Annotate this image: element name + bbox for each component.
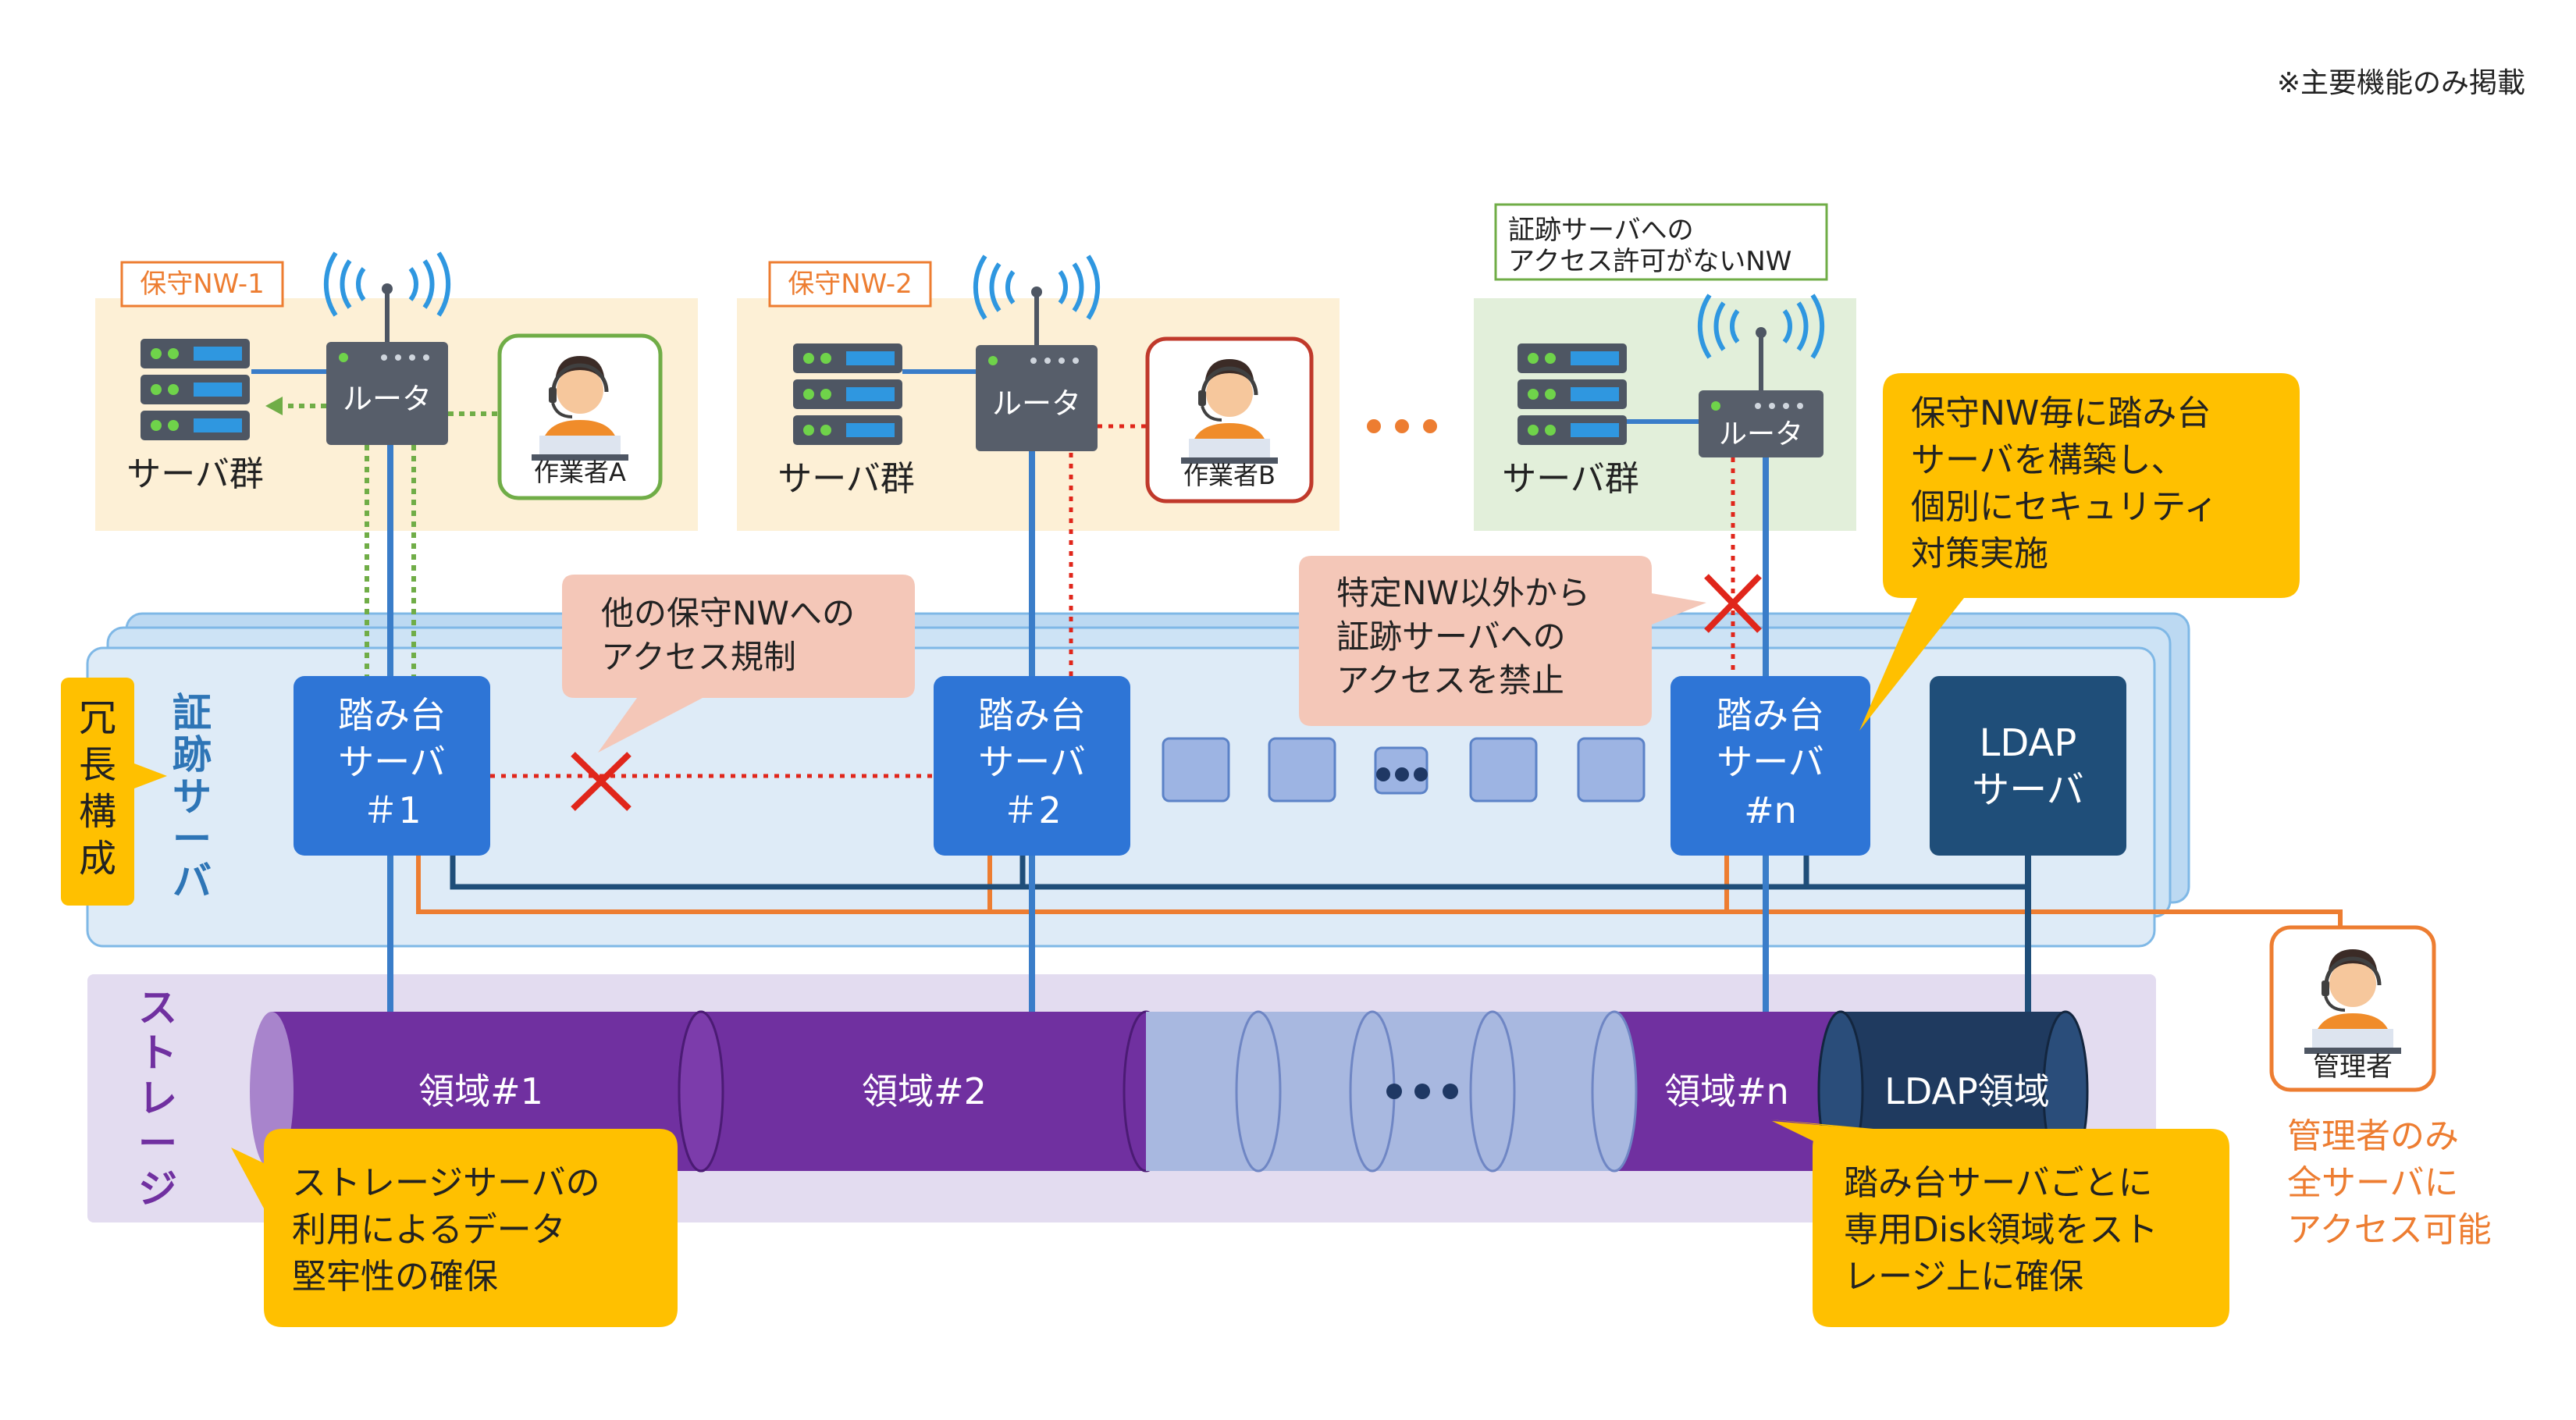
redundancy-char: 長 xyxy=(79,743,116,787)
audit-label-char: 跡 xyxy=(173,732,212,778)
callout-storage-robust-line3: 堅牢性の確保 xyxy=(292,1257,498,1297)
callout-disk-area-line2: 専用Disk領域をスト xyxy=(1844,1210,2158,1250)
step-server-n-line1: 踏み台 xyxy=(1717,694,1824,736)
nw2-router-label: ルータ xyxy=(992,386,1081,421)
storage-segment-n-label: 領域#n xyxy=(1664,1070,1789,1112)
nw1-servers-label: サーバ群 xyxy=(126,454,264,494)
step-server-n-line2: サーバ xyxy=(1717,741,1824,783)
router-icon xyxy=(976,345,1098,451)
step-server-2[interactable]: 踏み台 サーバ ＃2 xyxy=(934,676,1130,856)
callout-deny-access-line3: アクセスを禁止 xyxy=(1336,661,1564,699)
step-server-1-line3: ＃1 xyxy=(362,789,421,831)
admin-note-line1: 管理者のみ xyxy=(2287,1116,2459,1156)
callout-disk-area-line3: レージ上に確保 xyxy=(1844,1257,2083,1297)
ldap-server[interactable]: LDAP サーバ xyxy=(1930,676,2126,856)
callout-per-nw-line2: サーバを構築し、 xyxy=(1911,440,2186,480)
redundancy-char: 構 xyxy=(79,790,116,834)
zone-nw3-label-line2: アクセス許可がないNW xyxy=(1508,246,1791,277)
callout-disk-area: 踏み台サーバごとに 専用Disk領域をスト レージ上に確保 xyxy=(1770,1119,2229,1327)
callout-access-restrict: 他の保守NWへの アクセス規制 xyxy=(562,575,915,753)
redundancy-char: 成 xyxy=(79,837,116,881)
storage-label-char: ジ xyxy=(138,1166,177,1212)
router-icon xyxy=(326,342,448,445)
server-slot xyxy=(1469,737,1538,803)
zone-nw3-label-line1: 証跡サーバへの xyxy=(1508,215,1694,246)
step-server-1[interactable]: 踏み台 サーバ ＃1 xyxy=(294,676,490,856)
callout-deny-access-line1: 特定NW以外から xyxy=(1336,574,1590,612)
storage-segment-2-label: 領域#2 xyxy=(862,1070,987,1112)
callout-deny-access: 特定NW以外から 証跡サーバへの アクセスを禁止 xyxy=(1299,556,1706,726)
block-mark-1 xyxy=(571,752,632,811)
redundancy-char: 冗 xyxy=(79,696,116,740)
nw2-servers-label: サーバ群 xyxy=(777,459,915,499)
server-rack-icon xyxy=(1517,343,1627,445)
audit-label-char: サ xyxy=(173,774,212,820)
callout-per-nw-line4: 対策実施 xyxy=(1911,534,2048,574)
step-server-2-line2: サーバ xyxy=(978,741,1086,783)
router-icon xyxy=(1699,390,1823,457)
server-slot xyxy=(1268,737,1336,803)
callout-deny-access-line2: 証跡サーバへの xyxy=(1336,617,1566,656)
step-server-2-line1: 踏み台 xyxy=(978,694,1086,736)
nw3-router-label: ルータ xyxy=(1719,418,1803,450)
step-server-n[interactable]: 踏み台 サーバ #n xyxy=(1670,676,1870,856)
callout-storage-robust-line1: ストレージサーバの xyxy=(292,1163,600,1203)
worker-a-label: 作業者A xyxy=(534,457,626,487)
audit-label-char: 証 xyxy=(173,690,212,735)
nw1-router-label: ルータ xyxy=(343,382,432,416)
storage-segment-2: 領域#2 xyxy=(678,1010,1169,1173)
callout-disk-area-line1: 踏み台サーバごとに xyxy=(1844,1163,2153,1203)
step-server-n-line3: #n xyxy=(1744,789,1797,831)
server-slot xyxy=(1577,737,1646,803)
step-server-1-line1: 踏み台 xyxy=(338,694,446,736)
step-server-2-line3: ＃2 xyxy=(1002,789,1061,831)
callout-storage-robust: ストレージサーバの 利用によるデータ 堅牢性の確保 xyxy=(231,1129,678,1327)
storage-segment-1-label: 領域#1 xyxy=(418,1070,543,1112)
storage-label-char: ス xyxy=(138,985,177,1030)
server-rack-icon xyxy=(141,339,250,440)
audit-label-char: ー xyxy=(173,817,212,862)
block-mark-2 xyxy=(1704,574,1762,633)
zone-nw1-label: 保守NW-1 xyxy=(140,269,265,300)
storage-label-char: ト xyxy=(138,1030,177,1076)
storage-placeholders xyxy=(1146,1010,1614,1173)
callout-access-restrict-line1: 他の保守NWへの xyxy=(601,594,855,632)
callout-access-restrict-line2: アクセス規制 xyxy=(601,638,796,676)
admin-label: 管理者 xyxy=(2313,1052,2393,1083)
storage-label-char: レ xyxy=(138,1076,177,1121)
nw3-servers-label: サーバ群 xyxy=(1502,459,1639,499)
zone-nw2-label: 保守NW-2 xyxy=(788,269,913,300)
callout-storage-robust-line2: 利用によるデータ xyxy=(292,1210,566,1250)
admin-note-line2: 全サーバに xyxy=(2287,1163,2459,1203)
server-slot xyxy=(1162,737,1230,803)
callout-per-nw: 保守NW毎に踏み台 サーバを構築し、 個別にセキュリティ 対策実施 xyxy=(1859,373,2300,731)
callout-per-nw-line1: 保守NW毎に踏み台 xyxy=(1911,393,2211,433)
ldap-server-line1: LDAP xyxy=(1980,721,2077,765)
audit-label-char: バ xyxy=(173,859,212,904)
storage-label-char: ー xyxy=(138,1121,177,1166)
storage-segment-ldap-label: LDAP領域 xyxy=(1884,1070,2049,1112)
callout-per-nw-line3: 個別にセキュリティ xyxy=(1911,487,2218,527)
step-server-1-line2: サーバ xyxy=(338,741,446,783)
redundancy-label-box xyxy=(61,678,134,906)
page-note: ※主要機能のみ掲載 xyxy=(2277,67,2525,99)
server-rack-icon xyxy=(793,343,902,445)
admin-note-line3: アクセス可能 xyxy=(2287,1210,2492,1250)
worker-b-label: 作業者B xyxy=(1183,461,1276,490)
ldap-server-line2: サーバ xyxy=(1972,768,2084,812)
